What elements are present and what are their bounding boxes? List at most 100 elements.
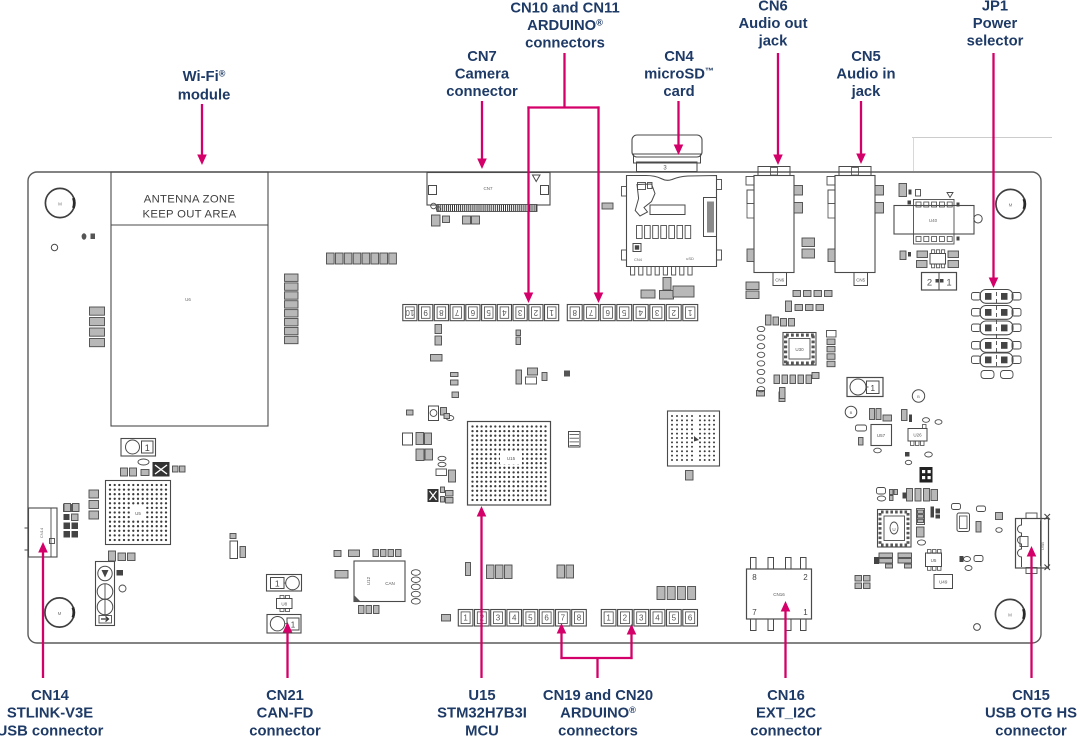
svg-text:3: 3	[496, 614, 501, 623]
svg-text:U57: U57	[877, 433, 886, 438]
svg-text:ARDUINO®: ARDUINO®	[560, 705, 636, 722]
svg-text:4: 4	[502, 308, 507, 317]
svg-text:U: U	[892, 527, 895, 532]
svg-text:connectors: connectors	[525, 36, 605, 52]
svg-text:U12: U12	[366, 576, 371, 585]
svg-text:microSD™: microSD™	[644, 66, 714, 83]
svg-text:2: 2	[803, 573, 808, 582]
svg-text:1: 1	[870, 383, 875, 393]
svg-text:USB OTG HS: USB OTG HS	[985, 706, 1077, 722]
svg-text:CN5: CN5	[851, 49, 881, 65]
svg-text:U15: U15	[468, 688, 495, 704]
svg-text:1: 1	[549, 308, 554, 317]
svg-text:1: 1	[463, 614, 468, 623]
svg-text:ARDUINO®: ARDUINO®	[527, 18, 603, 34]
svg-text:JP1: JP1	[982, 0, 1008, 15]
svg-text:2: 2	[533, 308, 538, 317]
svg-text:5: 5	[621, 308, 626, 317]
svg-text:USB connector: USB connector	[0, 723, 104, 738]
svg-text:3: 3	[654, 308, 659, 317]
svg-text:U5: U5	[931, 558, 937, 563]
svg-text:STM32H7B3I: STM32H7B3I	[437, 706, 527, 722]
svg-text:1: 1	[291, 621, 296, 630]
svg-text:ANTENNA ZONE: ANTENNA ZONE	[144, 194, 236, 206]
svg-text:M: M	[1009, 203, 1013, 208]
svg-text:CN7: CN7	[483, 186, 492, 191]
svg-text:3: 3	[639, 614, 644, 623]
svg-text:1: 1	[803, 608, 808, 617]
svg-text:CN16: CN16	[773, 592, 785, 597]
svg-text:connectors: connectors	[558, 723, 638, 738]
svg-text:10: 10	[405, 308, 414, 317]
svg-text:CN5: CN5	[856, 278, 865, 283]
svg-text:7: 7	[561, 614, 566, 623]
svg-text:7: 7	[454, 308, 459, 317]
svg-text:Power: Power	[973, 16, 1018, 32]
svg-text:1: 1	[275, 579, 280, 589]
svg-text:CN14: CN14	[31, 688, 70, 704]
svg-text:Camera: Camera	[455, 67, 510, 83]
svg-text:8: 8	[439, 308, 444, 317]
svg-text:KEEP OUT AREA: KEEP OUT AREA	[143, 209, 237, 221]
svg-text:U8: U8	[281, 602, 287, 607]
svg-text:M: M	[58, 202, 62, 207]
svg-text:7: 7	[588, 308, 593, 317]
svg-text:B: B	[917, 394, 920, 399]
svg-text:M: M	[58, 611, 62, 616]
svg-text:CN16: CN16	[767, 688, 805, 704]
svg-text:EXT_I2C: EXT_I2C	[756, 706, 816, 722]
svg-text:U26: U26	[913, 433, 922, 438]
svg-text:8: 8	[577, 614, 582, 623]
svg-text:3: 3	[663, 166, 667, 172]
svg-text:CN10 and CN11: CN10 and CN11	[510, 1, 619, 17]
svg-text:9: 9	[423, 308, 428, 317]
svg-text:1: 1	[145, 443, 150, 453]
svg-text:uSD: uSD	[686, 256, 694, 261]
svg-text:8: 8	[752, 573, 757, 582]
svg-text:Audio out: Audio out	[738, 16, 807, 32]
svg-text:connector: connector	[750, 723, 822, 738]
svg-text:Audio in: Audio in	[836, 67, 895, 83]
svg-text:connector: connector	[249, 723, 321, 738]
svg-text:6: 6	[544, 614, 549, 623]
svg-text:selector: selector	[967, 34, 1024, 50]
svg-text:U5: U5	[135, 511, 141, 516]
svg-text:2: 2	[671, 308, 676, 317]
svg-text:2: 2	[927, 278, 932, 289]
svg-text:STLINK-V3E: STLINK-V3E	[7, 706, 93, 722]
svg-text:1: 1	[946, 278, 951, 289]
svg-text:4: 4	[655, 614, 660, 623]
svg-text:B: B	[850, 410, 853, 415]
svg-text:U30: U30	[795, 347, 804, 352]
svg-text:5: 5	[672, 614, 677, 623]
svg-text:U6: U6	[185, 297, 191, 302]
svg-text:card: card	[663, 84, 694, 100]
svg-text:5: 5	[486, 308, 491, 317]
svg-text:CN6: CN6	[758, 0, 788, 15]
svg-text:jack: jack	[758, 34, 789, 50]
svg-text:jack: jack	[851, 84, 882, 100]
svg-text:USB: USB	[1041, 542, 1045, 550]
svg-text:1: 1	[687, 308, 692, 317]
svg-text:CN14: CN14	[39, 527, 44, 538]
svg-text:CN4: CN4	[664, 49, 694, 65]
svg-text:Wi-Fi®: Wi-Fi®	[183, 69, 226, 86]
svg-text:connector: connector	[995, 723, 1067, 738]
svg-text:CN4: CN4	[634, 257, 643, 262]
svg-text:1: 1	[606, 614, 611, 623]
svg-text:CAN: CAN	[385, 581, 395, 586]
svg-text:4: 4	[512, 614, 517, 623]
svg-text:CAN-FD: CAN-FD	[257, 706, 314, 722]
svg-text:U15: U15	[507, 456, 516, 461]
svg-text:MCU: MCU	[465, 723, 499, 738]
svg-text:7: 7	[752, 608, 757, 617]
svg-text:connector: connector	[446, 84, 518, 100]
svg-text:3: 3	[517, 308, 522, 317]
svg-text:M: M	[1008, 613, 1012, 618]
svg-text:6: 6	[688, 614, 693, 623]
svg-text:CN7: CN7	[467, 49, 497, 65]
svg-text:2: 2	[623, 614, 628, 623]
svg-text:4: 4	[638, 308, 643, 317]
svg-text:8: 8	[572, 308, 577, 317]
svg-text:CN15: CN15	[1012, 688, 1050, 704]
